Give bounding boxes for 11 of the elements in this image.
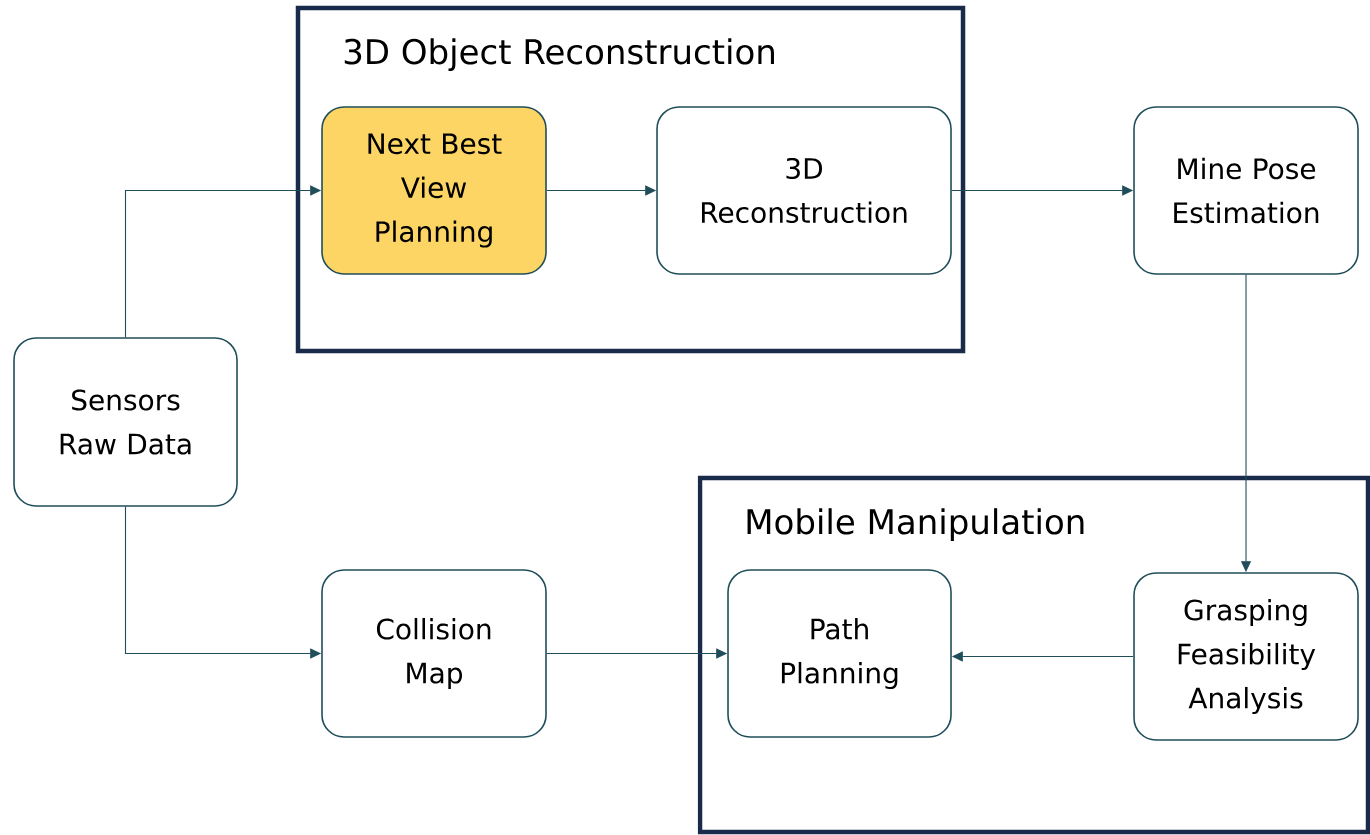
- process-box: Path Planning: [727, 569, 952, 738]
- group-box: [697, 475, 1370, 835]
- group-heading: Mobile Manipulation: [747, 508, 1084, 542]
- process-box: Next Best View Planning: [321, 106, 547, 275]
- group-heading: 3D Object Reconstruction: [344, 38, 774, 72]
- process-box: Sensors Raw Data: [13, 337, 238, 507]
- process-box: Collision Map: [321, 569, 547, 738]
- group-box: [295, 5, 966, 354]
- process-box: Grasping Feasibility Analysis: [1133, 572, 1359, 741]
- process-box: Mine Pose Estimation: [1133, 106, 1359, 275]
- process-box: 3D Reconstruction: [656, 106, 952, 275]
